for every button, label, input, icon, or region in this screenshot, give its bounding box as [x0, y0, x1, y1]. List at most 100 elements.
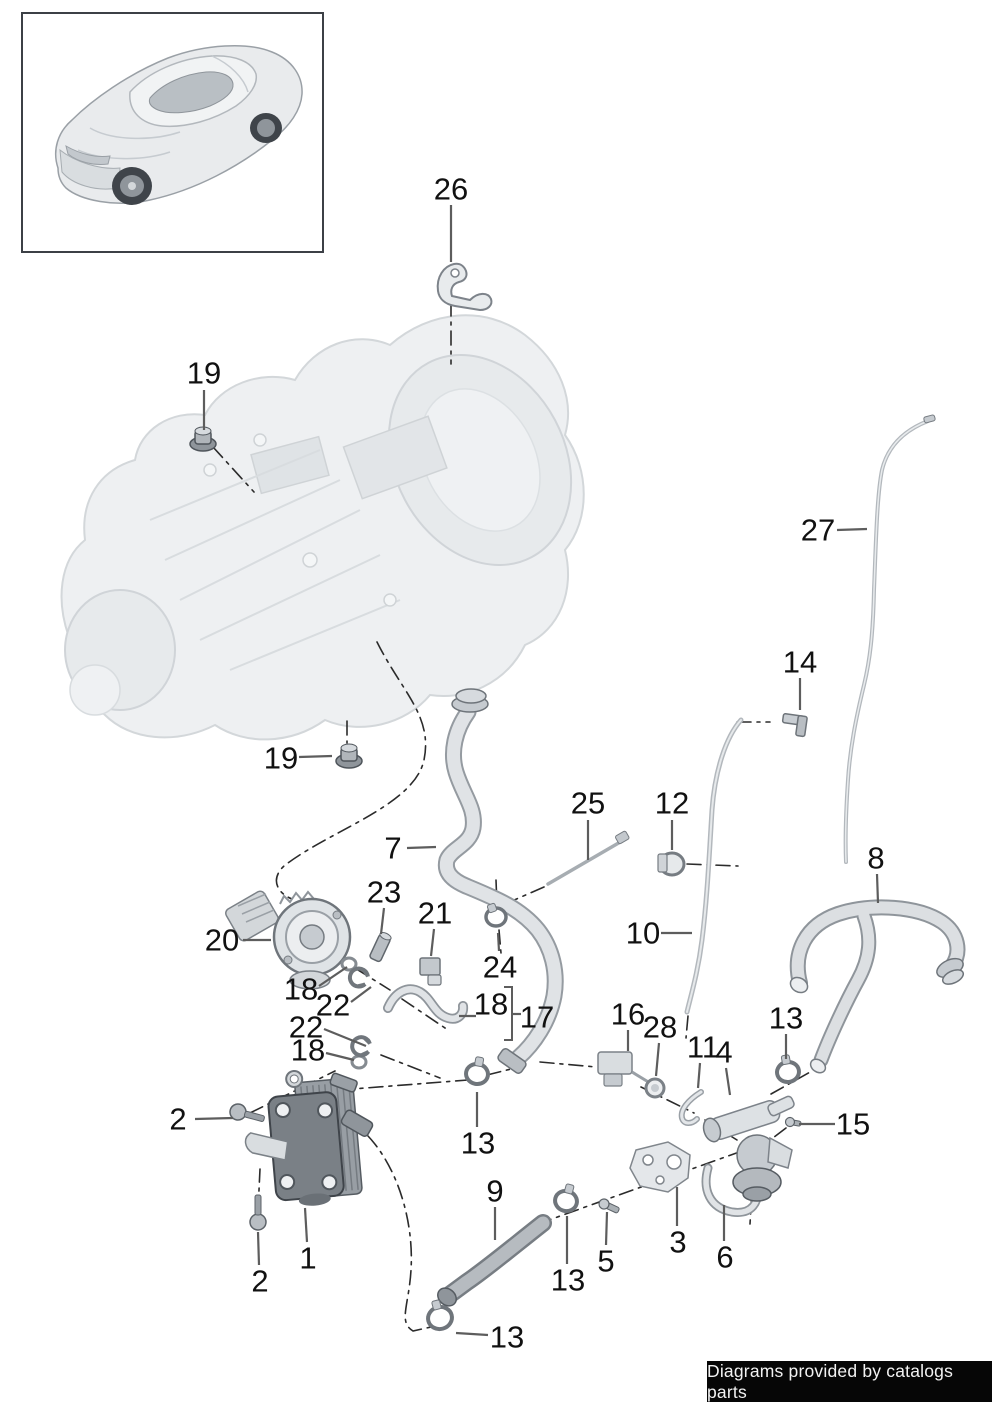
transmission-plate: [342, 415, 448, 500]
bracket-3: [629, 1141, 691, 1193]
hose-8-flange-tip: [941, 969, 965, 985]
valve-4-inlet: [702, 1117, 722, 1143]
cooler-hole: [317, 1102, 334, 1119]
callout-label-18-14: 18: [284, 972, 318, 1007]
callout-label-27-3: 27: [801, 513, 835, 548]
seal-18c: [350, 1054, 368, 1070]
callout-label-12-6: 12: [655, 786, 689, 821]
car-trunk-line: [77, 149, 171, 160]
vehicle-thumbnail: [21, 12, 324, 253]
plug-19b: [335, 743, 363, 769]
connector-14: [781, 713, 808, 738]
tube-27-tip: [923, 414, 936, 424]
clamp-13d: [426, 1299, 454, 1332]
callout-label-22-15: 22: [316, 988, 350, 1023]
seal-ring: [350, 1054, 368, 1070]
callout-label-24-13: 24: [483, 950, 517, 985]
assembly-line-main-chain: [339, 1061, 738, 1141]
callout-label-7-7: 7: [384, 831, 401, 866]
clamp-screw: [431, 1299, 442, 1311]
group-bracket-17: [504, 986, 513, 1041]
callout-label-13-35: 13: [490, 1320, 524, 1355]
callout-label-2-25: 2: [169, 1102, 186, 1137]
tube-27-outline: [843, 419, 930, 864]
valve-4-stub: [767, 1095, 795, 1117]
clamp-24-tab: [486, 902, 498, 914]
case-bolt: [383, 593, 397, 607]
assembly-line-pump: [275, 641, 427, 900]
clamp-13c: [553, 1183, 579, 1214]
car-taillight: [65, 144, 111, 165]
callout-label-23-9: 23: [367, 875, 401, 910]
pipe-17: [383, 984, 469, 1024]
callout-label-10-12: 10: [626, 916, 660, 951]
cooler-fitting-top: [329, 1072, 358, 1093]
bolt-2b: [249, 1194, 267, 1231]
bracket-3-hole: [655, 1175, 665, 1185]
callout-label-18-19: 18: [291, 1033, 325, 1068]
hose-9-end: [437, 1287, 457, 1307]
tube-10-body: [686, 719, 742, 1013]
bolt-23: [369, 932, 392, 963]
car-front-rim: [257, 119, 275, 137]
valve-16-pin: [631, 1070, 651, 1085]
callout-label-16-20: 16: [611, 997, 645, 1032]
plug-19a: [189, 426, 217, 452]
clip-21: [419, 957, 442, 986]
callout-label-13-27: 13: [461, 1126, 495, 1161]
case-bolt: [253, 433, 267, 447]
grommet-28-core: [651, 1084, 659, 1092]
bolt-5: [598, 1198, 620, 1214]
leader-line-13-35: [455, 1331, 489, 1337]
bracket-3-hole: [666, 1154, 682, 1170]
tube-10-outline: [684, 717, 744, 1015]
bell-housing-inner: [419, 388, 541, 532]
callout-label-22-18: 22: [289, 1010, 323, 1045]
leader-line-18-14: [318, 966, 348, 987]
assembly-line-12: [686, 863, 739, 867]
clip-21-foot: [427, 974, 442, 986]
leader-line-4-24: [724, 1067, 732, 1096]
car-windshield-line: [211, 55, 249, 93]
leader-line-8-8: [875, 873, 880, 904]
callout-label-1-32: 1: [299, 1241, 316, 1276]
cooler-arm: [244, 1132, 289, 1161]
hose-8-loop: [791, 901, 964, 989]
plug-top: [340, 743, 358, 753]
cooler-ear-hole: [289, 1074, 299, 1084]
valve-16-body: [597, 1051, 633, 1075]
car-deck-line: [89, 127, 181, 140]
bolt-head: [249, 1213, 267, 1231]
bolt-2a: [229, 1103, 265, 1122]
rod-25-shaft: [546, 839, 624, 886]
callout-label-25-5: 25: [571, 786, 605, 821]
clip-21-body: [419, 957, 441, 976]
callout-label-17-17: 17: [520, 1000, 554, 1035]
pump-stud: [283, 955, 293, 965]
valve-4-cup-base: [742, 1186, 772, 1202]
callout-label-19-2: 19: [264, 741, 298, 776]
leader-line-28-21: [654, 1042, 661, 1077]
callout-label-20-11: 20: [205, 923, 239, 958]
cooler-bottom-cap: [298, 1193, 331, 1206]
leader-line-22-15: [350, 986, 372, 1003]
hose-7-connector-top: [455, 688, 487, 704]
pump-shield-hatch: [237, 893, 275, 923]
clamp-12: [657, 851, 686, 877]
leader-line-27-3: [836, 527, 868, 532]
bolt-head: [598, 1198, 610, 1210]
callout-label-14-4: 14: [783, 645, 817, 680]
callout-label-8-8: 8: [867, 841, 884, 876]
clamp-24: [484, 902, 508, 928]
valve-16-base: [603, 1073, 623, 1087]
tube-27: [843, 414, 936, 864]
footer-credit-text: Diagrams provided by catalogs parts: [707, 1360, 954, 1402]
callout-label-2-34: 2: [251, 1264, 268, 1299]
clamp-22-ears: [357, 969, 370, 988]
tube-10: [684, 717, 744, 1015]
bracket-26: [436, 262, 493, 312]
car-rear-window: [148, 71, 234, 114]
leader-line-22-18: [323, 1027, 367, 1048]
